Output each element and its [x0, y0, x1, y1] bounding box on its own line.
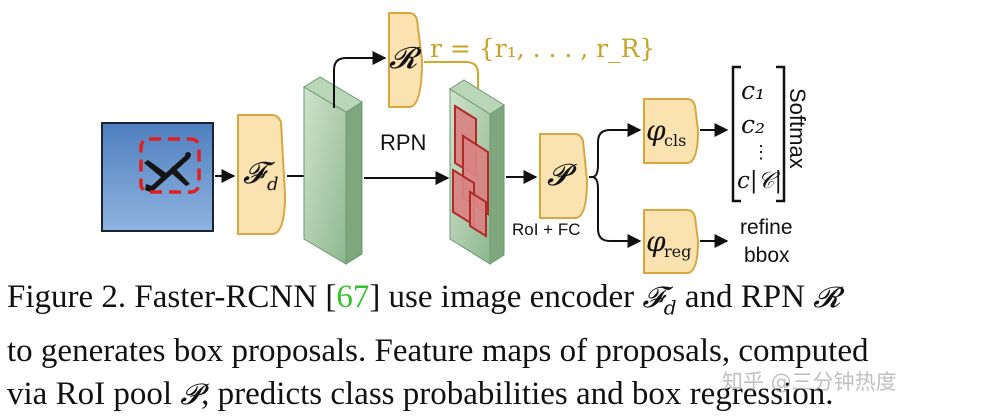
caption-text-1c: and RPN [676, 279, 814, 315]
rpn-text: RPN [380, 130, 426, 155]
arrow-roi-to-cls [589, 123, 642, 178]
proposals-arrow [424, 61, 485, 110]
encoder-subscript: d [267, 174, 279, 195]
roi-fc-text: RoI + FC [512, 220, 581, 239]
refine-text: refine [740, 216, 793, 239]
detection-box [139, 137, 201, 194]
proposal-feature-map [449, 79, 505, 265]
cls-head-phi: φ [646, 114, 666, 147]
class-item-dots: ⋮ [752, 142, 770, 163]
proposal-boxes [452, 104, 489, 238]
caption-line-2: to generates box proposals. Feature maps… [7, 332, 869, 369]
citation-link[interactable]: 67 [336, 279, 370, 315]
reg-head-phi: φ [646, 225, 666, 258]
caption-line-1: Figure 2. Faster-RCNN [67] use image enc… [7, 276, 982, 330]
caption-roi-symbol: 𝓟 [180, 376, 202, 411]
reg-head: φ reg [643, 209, 700, 274]
rpn-module-label: 𝓡 [389, 41, 422, 76]
faster-rcnn-diagram: 𝓕 d 𝓡 r = {r₁, . . . , r_R} RPN [101, 12, 810, 274]
reg-head-sub: reg [664, 242, 691, 261]
caption-text-3a: via RoI pool [7, 375, 181, 412]
softmax-text: Softmax [785, 88, 810, 169]
encoder-module: 𝓕 d [236, 114, 287, 235]
caption-text-3b: , predicts class probabilities and box r… [201, 375, 834, 412]
feature-map [303, 76, 363, 265]
proposals-expression: r = {r₁, . . . , r_R} [430, 34, 655, 63]
cls-head-sub: cls [664, 131, 686, 150]
watermark: 知乎 @三分钟热度 [722, 370, 897, 394]
airplane-icon [144, 152, 191, 192]
arrow-roi-to-reg [589, 176, 642, 248]
class-item-2: c₂ [741, 110, 765, 139]
arrow-featuremap-to-rpn [333, 51, 387, 108]
caption-line-3: via RoI pool 𝓟, predicts class probabili… [7, 373, 982, 416]
caption-rpn-symbol: 𝓡 [813, 280, 841, 314]
roi-module: 𝓟 [539, 133, 589, 219]
caption-encoder-sub: d [663, 295, 677, 320]
caption-text-1a: Figure 2. Faster-RCNN [ [7, 279, 337, 315]
input-image [101, 122, 214, 232]
class-vector: c₁ c₂ ⋮ c|𝒞| [731, 65, 786, 203]
caption-encoder-symbol: 𝓕 [642, 280, 664, 314]
figure-caption: Figure 2. Faster-RCNN [67] use image enc… [7, 276, 982, 416]
class-item-1: c₁ [741, 76, 765, 105]
class-item-last: c|𝒞| [737, 168, 782, 194]
cls-head: φ cls [643, 98, 700, 164]
bbox-text: bbox [744, 244, 790, 267]
caption-text-1b: ] use image encoder [369, 279, 643, 315]
rpn-module: 𝓡 [388, 12, 424, 108]
